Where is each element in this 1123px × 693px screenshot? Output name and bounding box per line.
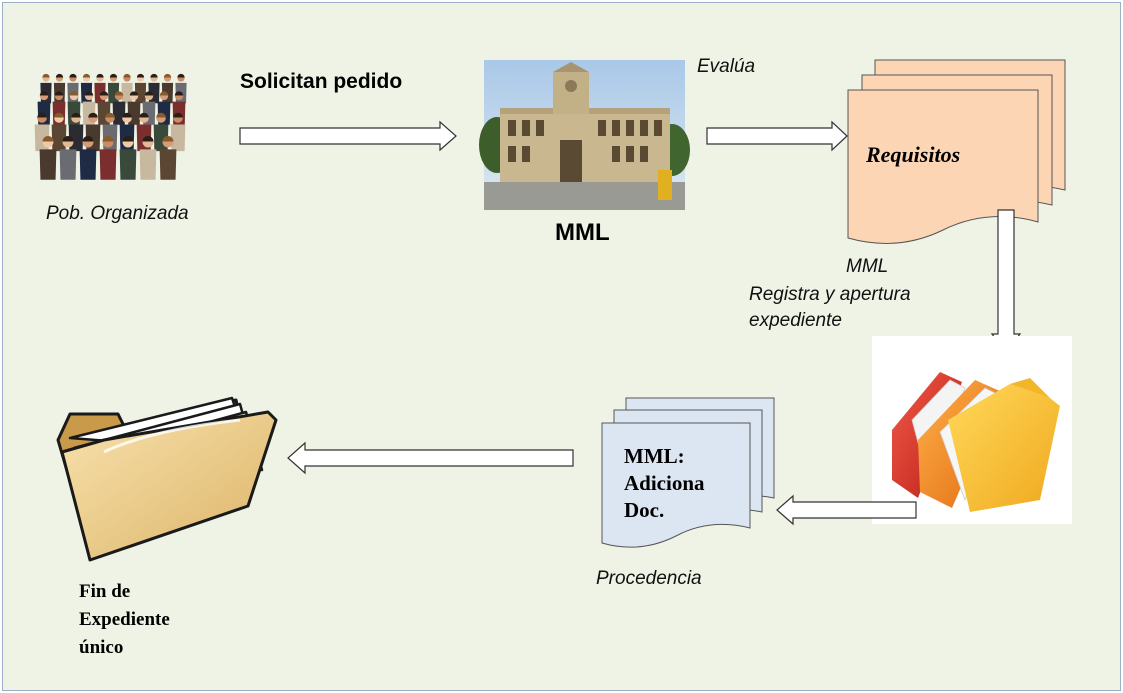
register-line1: MML — [846, 256, 889, 277]
end-line1: Fin de — [79, 581, 131, 602]
person-hair — [136, 73, 145, 78]
person-hair — [142, 136, 154, 142]
person-body — [39, 149, 57, 180]
person-hair — [102, 136, 114, 142]
person-hair — [69, 73, 77, 78]
person-body — [99, 149, 117, 180]
register-line3: expediente — [749, 310, 842, 331]
person-hair — [177, 73, 185, 78]
person-body — [170, 124, 186, 152]
folders-image — [872, 336, 1072, 524]
person-hair — [122, 112, 132, 118]
person-body — [134, 82, 147, 104]
person-hair — [96, 73, 104, 78]
person-hair — [39, 91, 49, 96]
evaluate-label: Evalúa — [697, 56, 756, 77]
person-hair — [123, 73, 131, 78]
requirements-documents — [847, 59, 1066, 244]
person-hair — [173, 112, 183, 118]
person-hair — [159, 91, 169, 96]
population-caption: Pob. Organizada — [46, 203, 189, 224]
person-body — [139, 149, 157, 180]
person-body — [59, 149, 77, 180]
arrow-add-docs — [776, 494, 917, 526]
arrow-procedure — [287, 441, 574, 475]
add-docs-line3: Doc. — [624, 498, 665, 522]
add-docs-label: MML: Adiciona Doc. — [624, 443, 705, 524]
arrow-request — [239, 120, 457, 152]
procedure-label: Procedencia — [596, 568, 702, 589]
person-hair — [82, 73, 91, 78]
person-body — [112, 101, 126, 125]
municipality-photo — [479, 60, 690, 210]
arrow-register — [990, 209, 1022, 353]
requirements-label: Requisitos — [866, 142, 961, 167]
person-hair — [71, 112, 81, 118]
request-label: Solicitan pedido — [240, 70, 403, 93]
person-hair — [150, 73, 158, 78]
person-hair — [82, 136, 94, 142]
add-docs-line2: Adiciona — [624, 471, 705, 495]
person-hair — [162, 136, 174, 142]
person-hair — [163, 73, 172, 78]
person-body — [121, 82, 133, 104]
municipality-caption: MML — [555, 219, 610, 246]
add-docs-line1: MML: — [624, 444, 685, 468]
person-hair — [62, 136, 74, 142]
person-hair — [109, 73, 118, 78]
person-body — [79, 149, 97, 180]
person-hair — [54, 112, 64, 118]
end-line2: Expediente — [79, 609, 170, 630]
person-body — [159, 149, 177, 180]
person-hair — [122, 136, 134, 142]
crowd-image — [34, 60, 198, 192]
person-hair — [42, 136, 54, 142]
person-hair — [139, 112, 149, 118]
person-hair — [129, 91, 139, 96]
person-hair — [99, 91, 109, 96]
person-hair — [55, 73, 64, 78]
end-label: Fin de Expediente único — [79, 578, 170, 662]
person-hair — [105, 112, 115, 118]
register-line2: Registra y apertura — [749, 284, 911, 305]
end-line3: único — [79, 637, 124, 658]
person-hair — [174, 91, 184, 96]
person-hair — [42, 73, 50, 78]
person-hair — [84, 91, 94, 96]
person-hair — [114, 91, 124, 96]
person-hair — [37, 112, 47, 118]
person-hair — [69, 91, 79, 96]
person-body — [119, 149, 137, 180]
person-body — [51, 124, 67, 152]
add-docs-documents — [601, 397, 775, 548]
person-hair — [144, 91, 154, 96]
arrow-evaluate — [706, 120, 848, 152]
end-folder-icon — [56, 396, 278, 562]
person-hair — [156, 112, 166, 118]
person-hair — [54, 91, 64, 96]
person-hair — [88, 112, 98, 118]
